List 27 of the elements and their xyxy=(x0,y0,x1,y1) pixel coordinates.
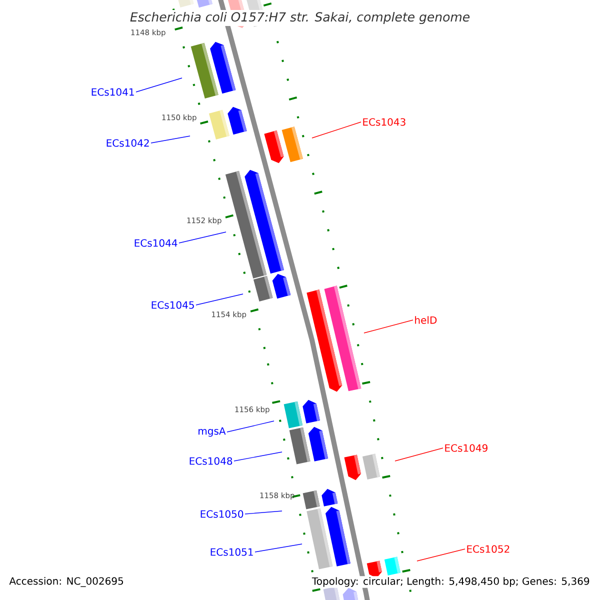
gene-label: ECs1051 xyxy=(210,548,253,556)
gene-label: ECs1043 xyxy=(363,118,406,126)
leader-line xyxy=(234,452,282,462)
gene-label: ECs1041 xyxy=(92,88,134,96)
gene-label: ECs1048 xyxy=(190,457,232,465)
accession-text: Accession: NC_002695 xyxy=(9,577,124,587)
leader-line xyxy=(244,510,282,514)
leader-line xyxy=(226,420,274,432)
gene-label: ECs1050 xyxy=(200,510,244,518)
gene-label: ECs1052 xyxy=(467,545,510,553)
gene-label: ECs1042 xyxy=(106,139,149,147)
gene-label: mgsA xyxy=(198,427,226,437)
gene-label: helD xyxy=(415,316,437,324)
gene-label: ECs1044 xyxy=(134,239,178,247)
leader-line xyxy=(178,232,226,244)
leader-line xyxy=(196,294,244,306)
leader-line xyxy=(364,320,414,334)
leader-line xyxy=(312,122,362,138)
leader-line xyxy=(150,136,190,144)
leader-line xyxy=(136,78,182,92)
gene-label: ECs1049 xyxy=(445,444,488,452)
leader-line xyxy=(394,448,444,462)
gene-label: ECs1045 xyxy=(152,301,194,309)
leader-line xyxy=(254,544,302,552)
genome-info-text: Topology: circular; Length: 5,498,450 bp; Genes: 5,369 xyxy=(310,576,591,588)
leader-line xyxy=(416,548,466,562)
title: Escherichia coli O157:H7 str. Sakai, complete genome xyxy=(128,10,472,26)
